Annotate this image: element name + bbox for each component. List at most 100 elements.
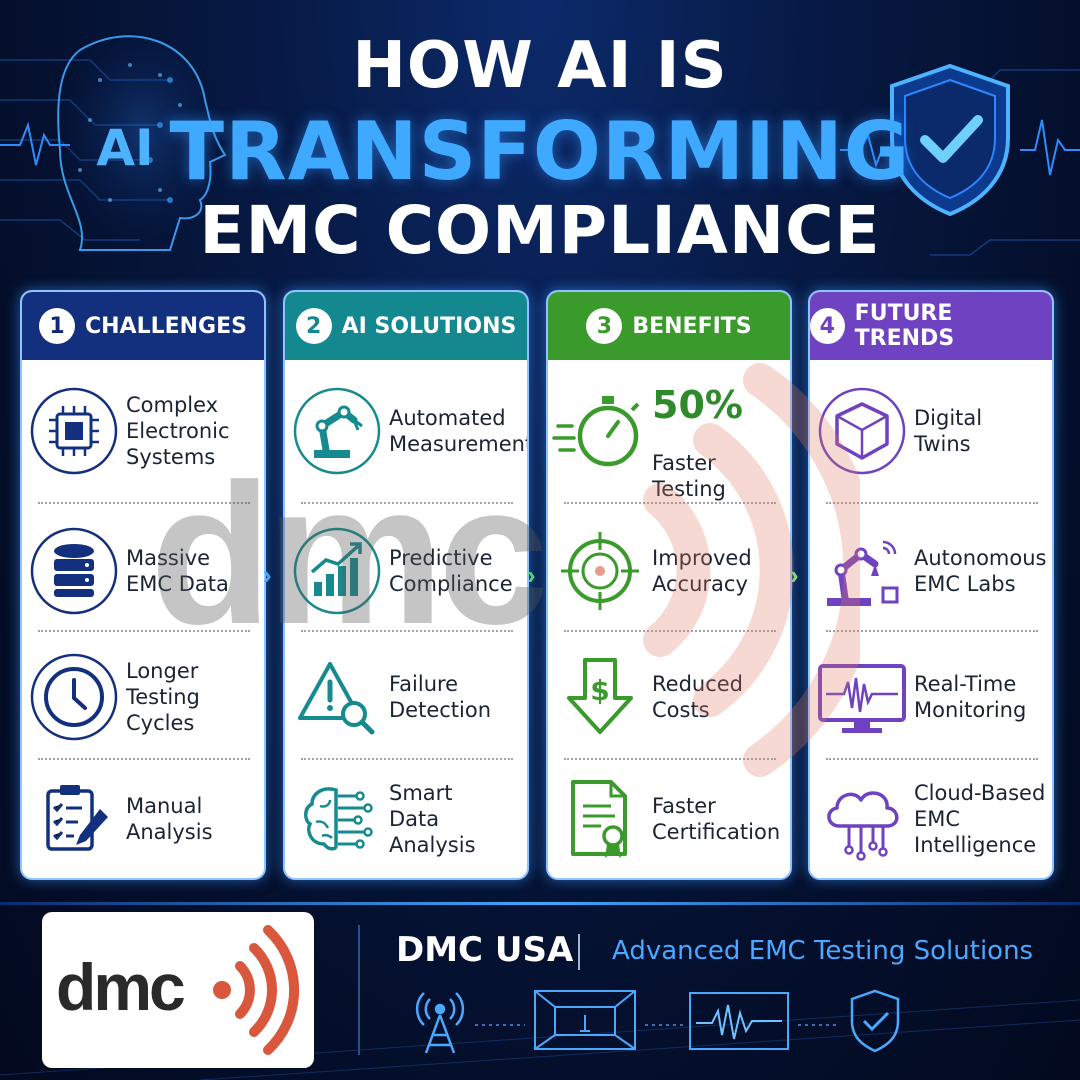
list-item: Real-Time Monitoring [810, 634, 1052, 760]
cloud-circuit-icon [827, 791, 899, 861]
warning-search-icon [298, 662, 375, 735]
item-label: Manual Analysis [126, 793, 213, 844]
item-label: Complex Electronic Systems [126, 392, 230, 470]
svg-text:$: $ [590, 674, 609, 707]
divider [826, 502, 1038, 504]
column-future-trends: 4 FUTURE TRENDS Digital Twins Autonomous… [808, 290, 1054, 880]
item-label: Massive EMC Data [126, 545, 229, 596]
column-title: AI SOLUTIONS [341, 313, 517, 339]
dollar-down-icon: $ [567, 658, 633, 734]
list-item: Cloud-Based EMC Intelligence [810, 756, 1052, 878]
column-benefits: 3 BENEFITS 50% Faster Testing Improved A… [546, 290, 792, 880]
divider [826, 758, 1038, 760]
divider [564, 758, 776, 760]
chevron-right-icon: › [527, 560, 536, 590]
item-label: Faster Testing [652, 451, 726, 502]
chamber-icon [534, 990, 636, 1050]
list-item: Digital Twins [810, 368, 1052, 494]
ai-badge: AI [96, 119, 153, 177]
brain-circuit-icon [304, 787, 373, 851]
list-item: Smart Data Analysis [285, 756, 527, 878]
database-icon [30, 527, 118, 615]
footer-icons [415, 989, 900, 1054]
antenna-icon [415, 992, 465, 1054]
footer-divider [0, 902, 1080, 905]
monitor-wave-icon [818, 664, 906, 733]
chevron-right-icon: › [790, 560, 799, 590]
list-item: Faster Certification [548, 756, 790, 878]
certificate-icon [571, 780, 627, 858]
list-item: Complex Electronic Systems [22, 368, 264, 494]
column-challenges: 1 CHALLENGES Complex Electronic Systems … [20, 290, 266, 880]
item-label: Reduced Costs [652, 671, 744, 722]
growth-chart-icon [293, 527, 381, 615]
list-item: Massive EMC Data [22, 508, 264, 634]
logo-text: dmc [56, 950, 184, 1024]
stopwatch-icon [552, 396, 640, 467]
list-item: Manual Analysis [22, 756, 264, 878]
list-item: 50% Faster Testing [548, 368, 790, 501]
divider [564, 502, 776, 504]
item-label-group: 50% Faster Testing [652, 360, 743, 503]
cube-icon [818, 387, 906, 475]
column-number: 4 [810, 308, 845, 344]
item-label: Digital Twins [914, 405, 983, 456]
divider [301, 630, 513, 632]
divider [301, 758, 513, 760]
divider [564, 630, 776, 632]
item-label: Predictive Compliance [389, 545, 513, 596]
shield-check-icon [850, 989, 900, 1053]
column-title: CHALLENGES [85, 313, 247, 339]
clock-icon [30, 653, 118, 741]
footer-vertical-divider [358, 925, 360, 1055]
divider [38, 630, 250, 632]
item-label: Improved Accuracy [652, 545, 752, 596]
pulse-line-left [0, 121, 70, 166]
item-label: Autonomous EMC Labs [914, 545, 1047, 596]
brand-tagline: Advanced EMC Testing Solutions [612, 936, 1034, 966]
column-header: 4 FUTURE TRENDS [810, 292, 1052, 360]
list-item: Failure Detection [285, 634, 527, 760]
item-label: Longer Testing Cycles [126, 658, 200, 736]
target-icon [561, 532, 639, 610]
robot-arm-icon [293, 387, 381, 475]
column-header: 3 BENEFITS [548, 292, 790, 360]
title-line-3: EMC COMPLIANCE [199, 192, 881, 269]
divider [826, 630, 1038, 632]
shield-check-icon [890, 63, 1010, 217]
highlight-percent: 50% [652, 382, 743, 427]
divider [301, 502, 513, 504]
column-header: 2 AI SOLUTIONS [285, 292, 527, 360]
ai-head-icon: AI [57, 35, 227, 251]
list-item: Improved Accuracy [548, 508, 790, 634]
column-title: FUTURE TRENDS [854, 301, 955, 351]
list-item: $ Reduced Costs [548, 634, 790, 760]
column-number: 3 [586, 308, 623, 344]
divider [38, 758, 250, 760]
column-title: BENEFITS [632, 313, 752, 339]
brand-name: DMC USA [396, 930, 574, 970]
signal-wave-icon [689, 992, 789, 1050]
item-label: Cloud-Based EMC Intelligence [914, 780, 1046, 858]
column-number: 1 [39, 308, 75, 344]
item-label: Failure Detection [389, 671, 492, 722]
column-header: 1 CHALLENGES [22, 292, 264, 360]
column-ai-solutions: 2 AI SOLUTIONS Automated Measurements Pr… [283, 290, 529, 880]
column-number: 2 [295, 308, 332, 344]
title-line-1: HOW AI IS [352, 29, 728, 103]
dmc-logo: dmc [42, 912, 314, 1068]
list-item: Predictive Compliance [285, 508, 527, 634]
divider [38, 502, 250, 504]
item-label: Automated Measurements [389, 405, 529, 456]
robot-lab-icon [827, 540, 899, 606]
title-line-2: TRANSFORMING [169, 105, 911, 198]
list-item: Autonomous EMC Labs [810, 508, 1052, 634]
chip-icon [30, 387, 118, 475]
chevron-right-icon: › [263, 560, 272, 590]
item-label: Faster Certification [652, 793, 781, 844]
dmc-logo-graphic: dmc [56, 925, 300, 1055]
pulse-line-right [840, 119, 1080, 176]
item-label: Real-Time Monitoring [914, 671, 1027, 722]
brand-separator [578, 934, 580, 970]
clipboard-icon [46, 785, 108, 851]
